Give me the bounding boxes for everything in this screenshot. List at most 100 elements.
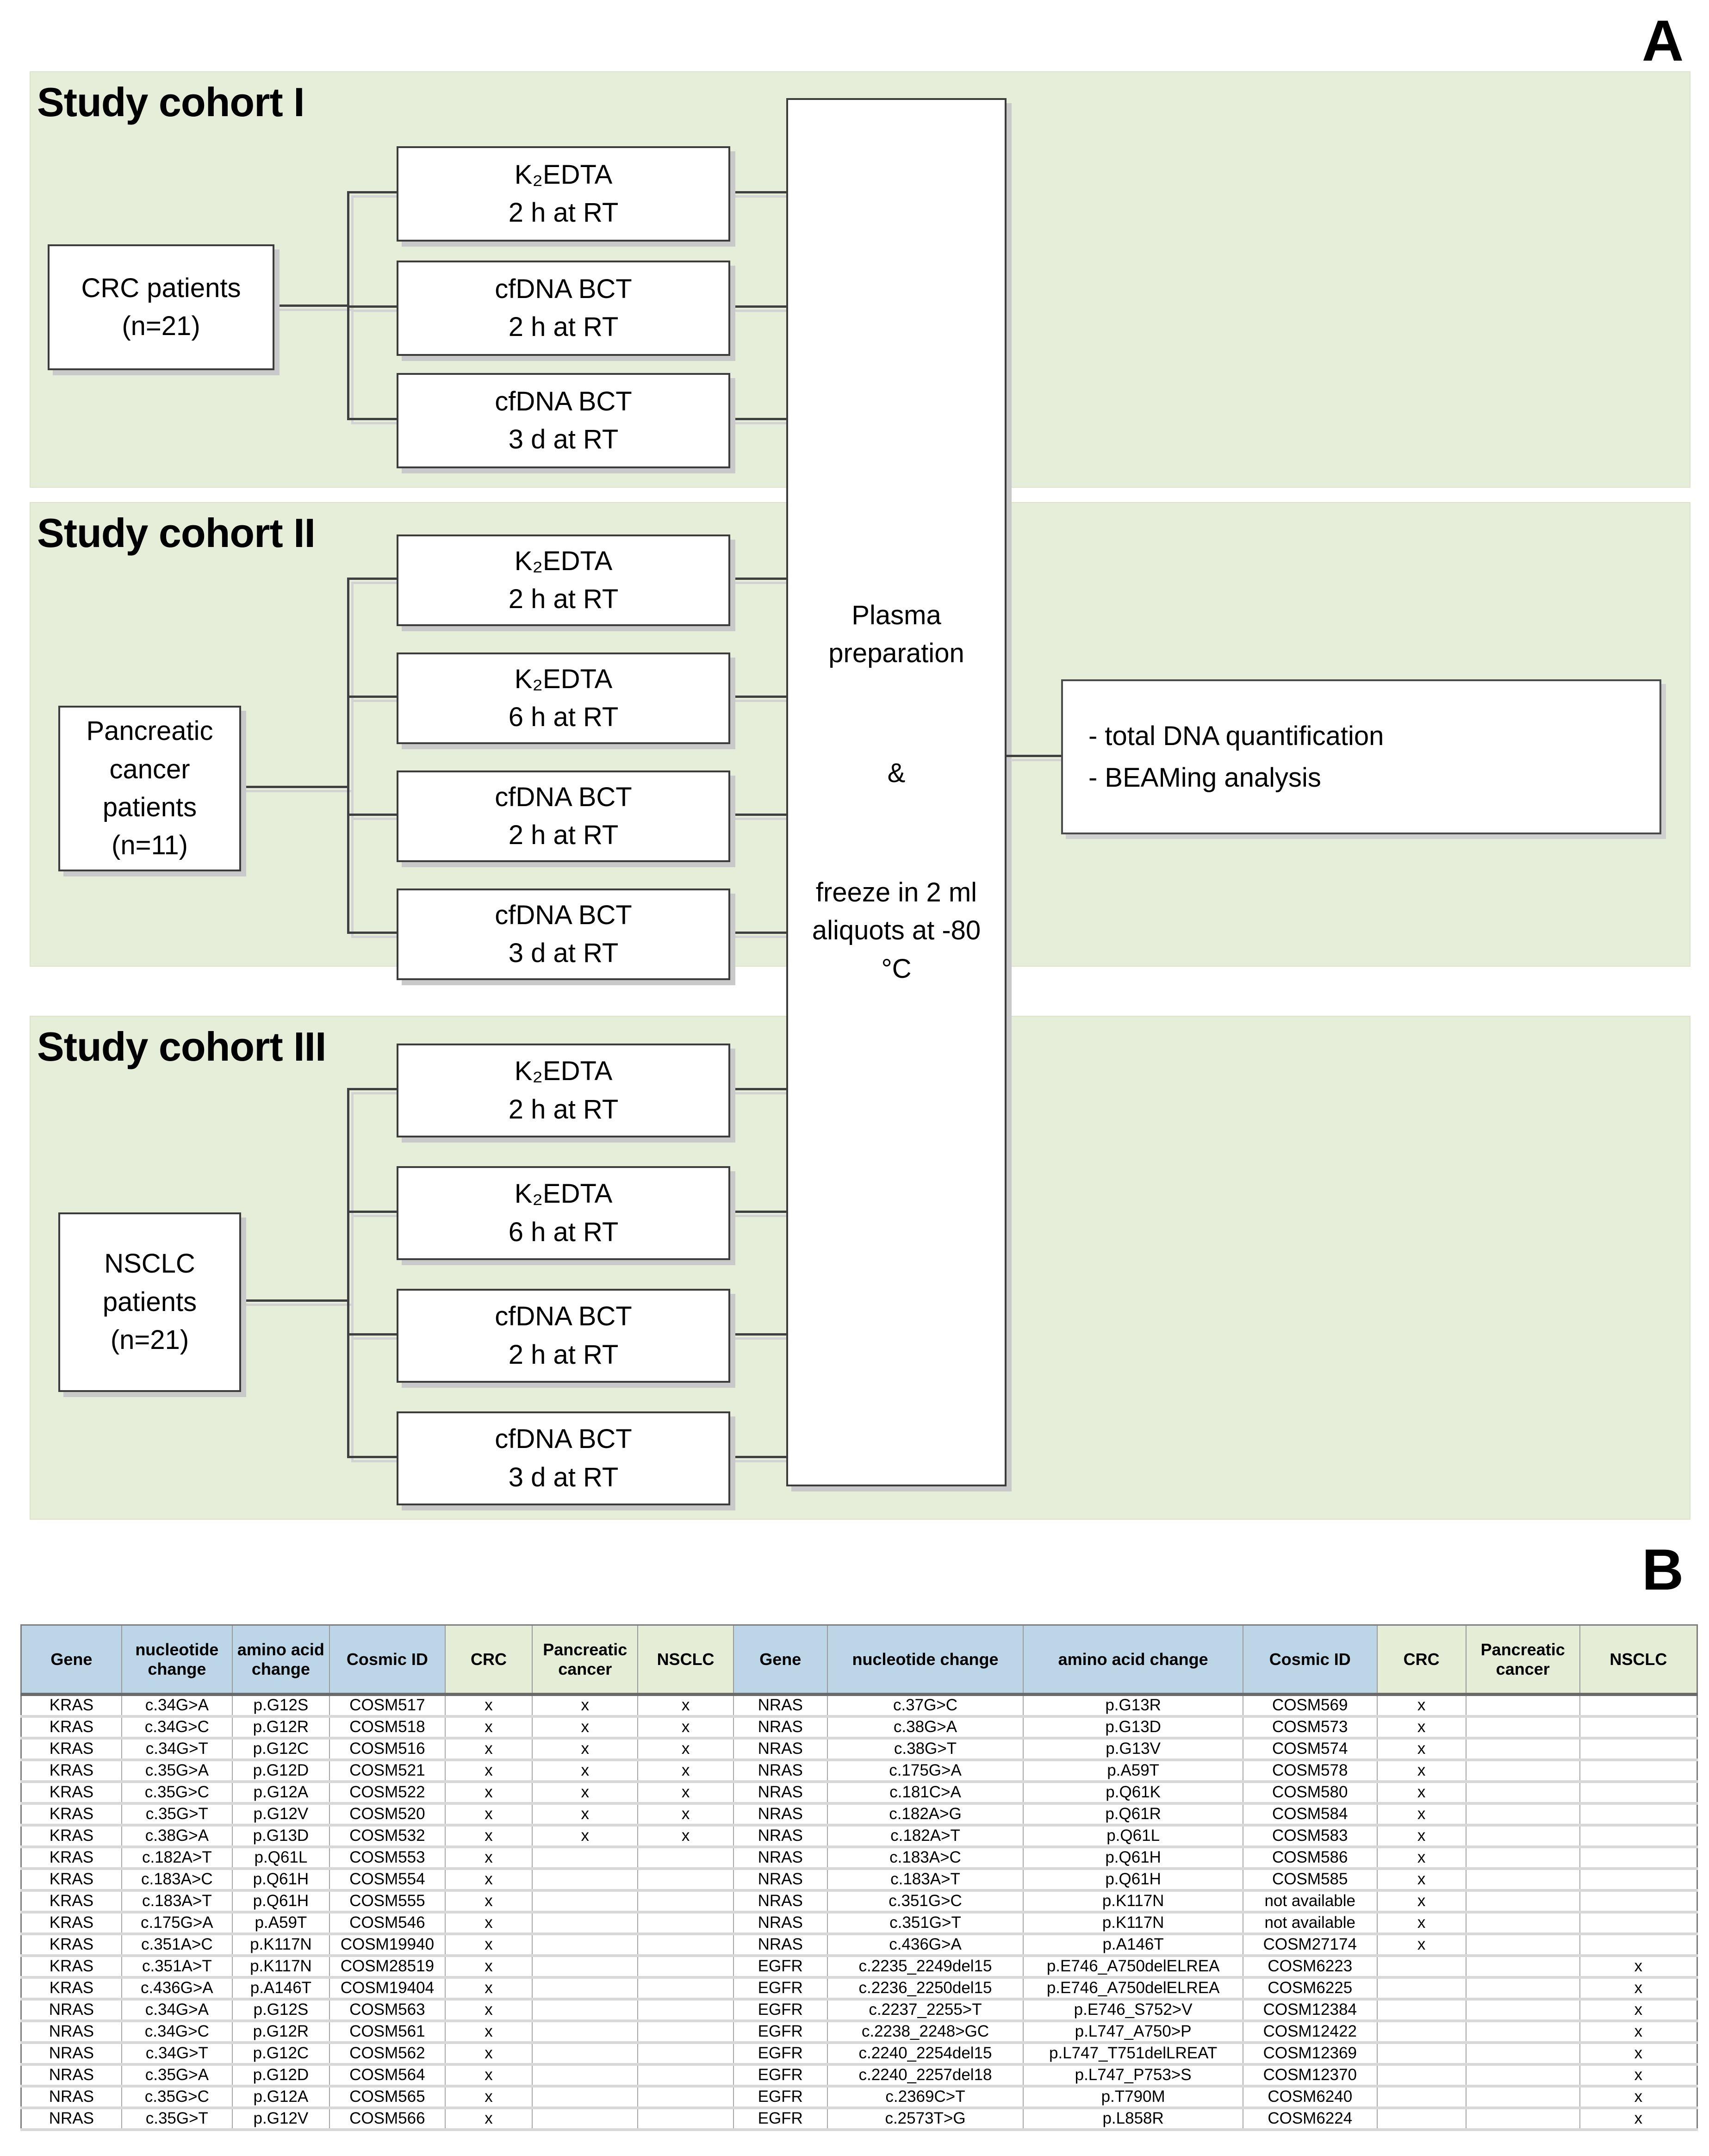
patient-box-line: Pancreatic bbox=[86, 716, 213, 746]
table-cell: x bbox=[638, 1716, 734, 1740]
table-cell bbox=[1579, 1760, 1698, 1783]
table-cell: x bbox=[1579, 2064, 1698, 2088]
table-cell bbox=[1579, 1782, 1698, 1805]
table-cell: COSM6224 bbox=[1243, 2108, 1378, 2131]
table-cell bbox=[1466, 1977, 1580, 2001]
table-cell bbox=[638, 1934, 734, 1957]
table-cell: KRAS bbox=[21, 1694, 122, 1718]
table-header-cell: CRC bbox=[1377, 1625, 1467, 1696]
table-cell bbox=[638, 2043, 734, 2066]
table-cell: COSM586 bbox=[1243, 1847, 1378, 1870]
plasma-box-line: Plasma preparation bbox=[828, 600, 964, 669]
table-cell: KRAS bbox=[21, 1869, 122, 1892]
table-cell bbox=[1466, 1934, 1580, 1957]
table-cell: x bbox=[532, 1782, 639, 1805]
table-cell: x bbox=[1377, 1912, 1467, 1935]
table-cell: COSM564 bbox=[329, 2064, 446, 2088]
table-cell: KRAS bbox=[21, 1847, 122, 1870]
table-cell: c.182A>G bbox=[827, 1803, 1024, 1827]
table-cell bbox=[1377, 2064, 1467, 2088]
table-cell: NRAS bbox=[21, 2043, 122, 2066]
table-cell: COSM563 bbox=[329, 1999, 446, 2022]
table-cell: c.351A>C bbox=[121, 1934, 233, 1957]
tube-box-line: K₂EDTA bbox=[514, 159, 613, 190]
table-cell: x bbox=[1579, 1977, 1698, 2001]
table-cell: p.G13R bbox=[1023, 1694, 1243, 1718]
analysis-box-line: - BEAMing analysis bbox=[1088, 762, 1321, 793]
table-cell: COSM12384 bbox=[1243, 1999, 1378, 2022]
table-cell: c.34G>T bbox=[121, 1738, 233, 1761]
table-cell: EGFR bbox=[733, 2043, 828, 2066]
connector-line bbox=[727, 305, 786, 308]
patient-box-line: patients bbox=[102, 1286, 197, 1317]
tube-box-line: 2 h at RT bbox=[508, 820, 619, 850]
connector-line bbox=[347, 696, 397, 698]
table-cell: c.35G>A bbox=[121, 1760, 233, 1783]
table-cell: p.G13D bbox=[232, 1825, 330, 1848]
analysis-box: - total DNA quantification - BEAMing ana… bbox=[1061, 679, 1661, 834]
table-cell: x bbox=[445, 1847, 533, 1870]
table-cell: x bbox=[532, 1716, 639, 1740]
connector-line bbox=[1007, 755, 1061, 757]
table-cell: x bbox=[445, 1760, 533, 1783]
table-cell: x bbox=[445, 1956, 533, 1979]
table-cell bbox=[532, 1890, 639, 1914]
table-header-cell: Cosmic ID bbox=[329, 1625, 446, 1696]
table-cell bbox=[638, 1977, 734, 2001]
table-cell bbox=[532, 1912, 639, 1935]
connector-line bbox=[727, 696, 786, 698]
table-cell: NRAS bbox=[733, 1825, 828, 1848]
table-cell: x bbox=[445, 1803, 533, 1827]
table-cell bbox=[1579, 1738, 1698, 1761]
table-cell: c.182A>T bbox=[121, 1847, 233, 1870]
table-cell: KRAS bbox=[21, 1782, 122, 1805]
table-cell bbox=[1579, 1890, 1698, 1914]
tube-box-line: 2 h at RT bbox=[508, 1339, 619, 1370]
table-cell bbox=[1466, 2064, 1580, 2088]
table-cell: COSM553 bbox=[329, 1847, 446, 1870]
cohort-title: Study cohort II bbox=[37, 510, 316, 556]
table-cell: COSM569 bbox=[1243, 1694, 1378, 1718]
table-cell bbox=[1466, 1694, 1580, 1718]
table-cell: KRAS bbox=[21, 1738, 122, 1761]
tube-box-line: 3 d at RT bbox=[508, 1462, 619, 1492]
table-cell: c.351A>T bbox=[121, 1956, 233, 1979]
table-cell: x bbox=[638, 1825, 734, 1848]
table-cell: c.2236_2250del15 bbox=[827, 1977, 1024, 2001]
table-cell: c.175G>A bbox=[121, 1912, 233, 1935]
table-cell bbox=[1377, 2043, 1467, 2066]
table-cell bbox=[1466, 1760, 1580, 1783]
table-cell: NRAS bbox=[733, 1890, 828, 1914]
connector-line bbox=[727, 1333, 786, 1336]
table-cell: p.G12D bbox=[232, 2064, 330, 2088]
table-cell: COSM574 bbox=[1243, 1738, 1378, 1761]
table-cell: x bbox=[445, 1912, 533, 1935]
tube-box-line: K₂EDTA bbox=[514, 664, 613, 694]
table-cell: KRAS bbox=[21, 1912, 122, 1935]
table-cell: x bbox=[445, 2086, 533, 2109]
table-cell: COSM565 bbox=[329, 2086, 446, 2109]
table-cell: COSM6223 bbox=[1243, 1956, 1378, 1979]
table-cell bbox=[638, 1912, 734, 1935]
table-cell bbox=[1466, 1869, 1580, 1892]
connector-line bbox=[347, 578, 349, 934]
table-cell: p.E746_A750delELREA bbox=[1023, 1977, 1243, 2001]
table-cell bbox=[1579, 1934, 1698, 1957]
table-cell: p.K117N bbox=[232, 1934, 330, 1957]
table-cell: x bbox=[445, 1890, 533, 1914]
table-cell: x bbox=[532, 1760, 639, 1783]
table-cell bbox=[532, 2043, 639, 2066]
table-cell: x bbox=[1377, 1934, 1467, 1957]
table-cell: COSM517 bbox=[329, 1694, 446, 1718]
table-cell: COSM546 bbox=[329, 1912, 446, 1935]
